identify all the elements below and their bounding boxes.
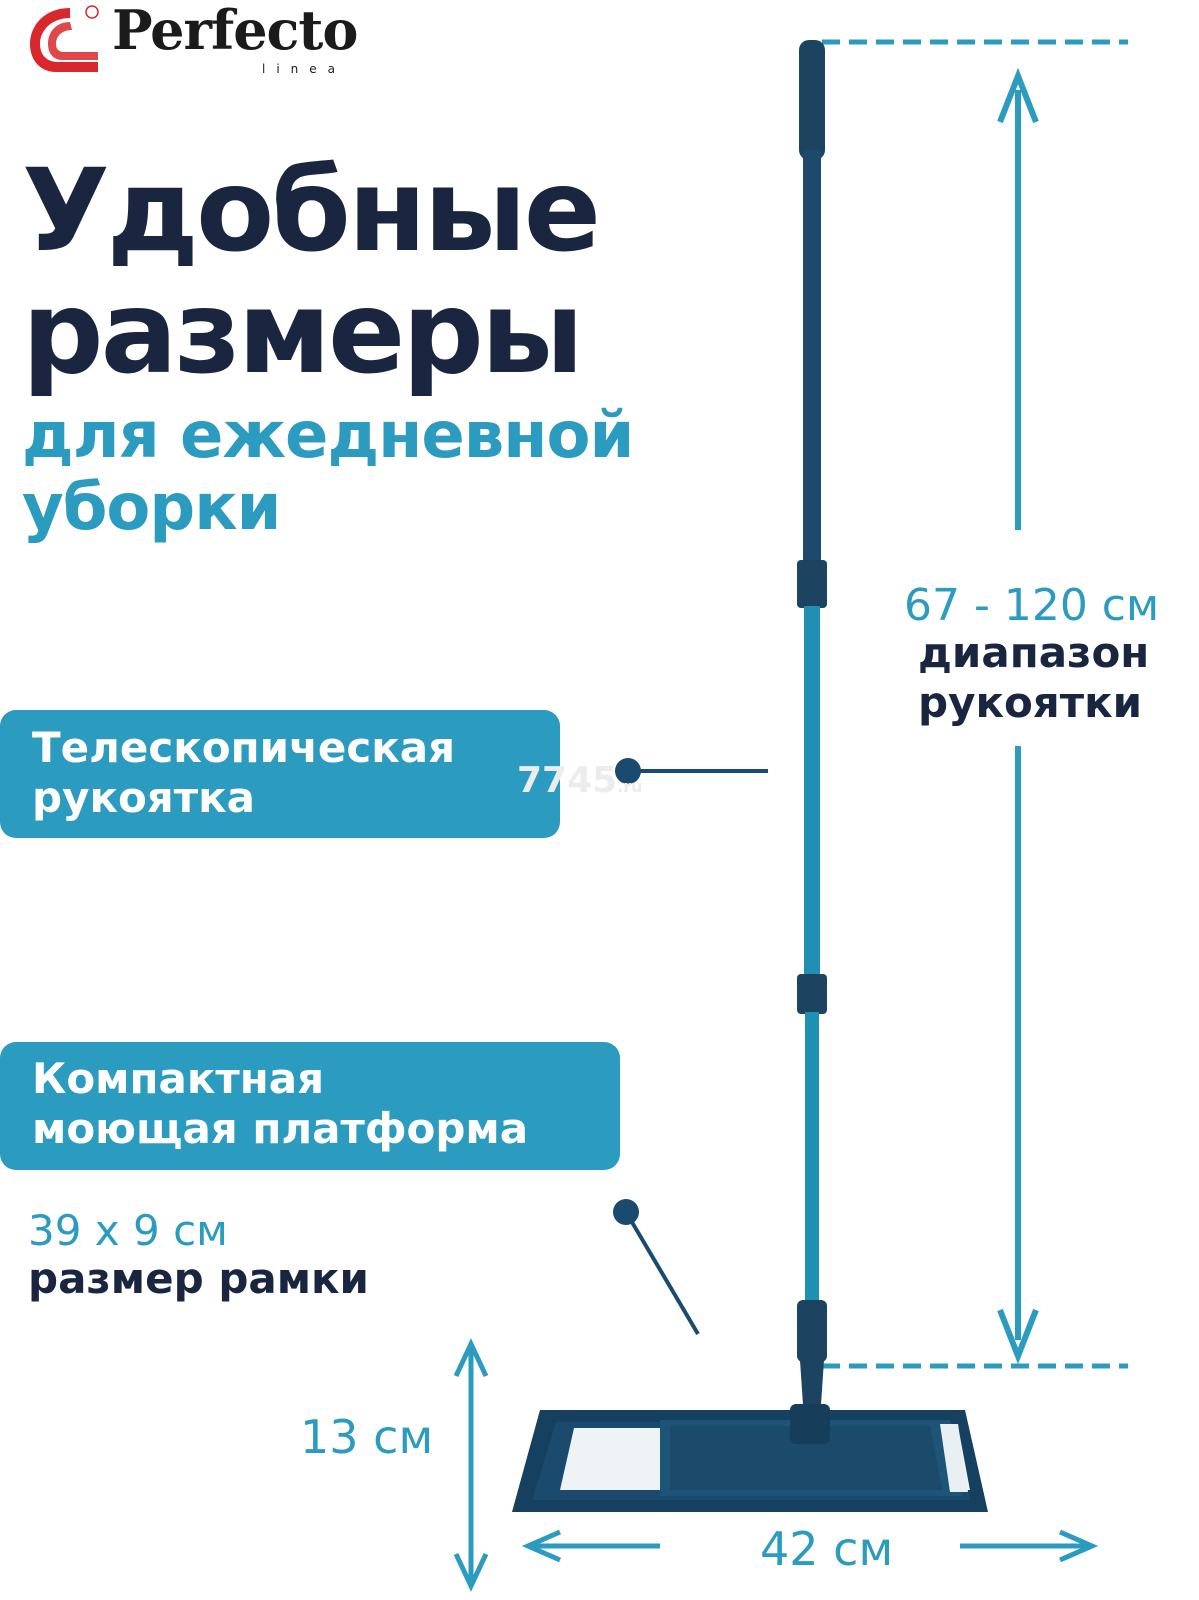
- frame-size-value: 39 х 9 см: [28, 1206, 228, 1255]
- frame-size-label: размер рамки: [28, 1254, 369, 1303]
- handle-callout-line1: Телескопическая: [32, 723, 456, 772]
- handle-range-label-line1: диапазон: [918, 628, 1150, 677]
- handle-range-value: 67 - 120 см: [904, 580, 1160, 631]
- headline-line2: размеры: [22, 266, 584, 399]
- headline: Удобные размеры: [22, 144, 601, 399]
- mop-head: [512, 1404, 988, 1512]
- mop-handle: [797, 40, 827, 1420]
- height-13-arrow: [453, 1338, 489, 1592]
- platform-callout: Компактная моющая платформа: [0, 1042, 620, 1170]
- brand-logo-mark: [30, 5, 99, 72]
- subheadline: для ежедневной уборки: [22, 399, 634, 545]
- width-dimension: 42 см: [760, 1522, 894, 1576]
- watermark-suffix: .ru: [617, 777, 643, 796]
- handle-callout: Телескопическая рукоятка: [0, 710, 560, 838]
- width-42-arrow: [521, 1529, 1099, 1563]
- handle-range-label-line2: рукоятки: [918, 678, 1143, 727]
- handle-pointer: [615, 758, 768, 784]
- handle-callout-line2: рукоятка: [32, 773, 255, 822]
- subheadline-line2: уборки: [22, 471, 281, 545]
- height-dimension: 13 см: [300, 1410, 434, 1464]
- subheadline-line1: для ежедневной: [22, 399, 634, 473]
- brand-subtitle: linea: [262, 62, 347, 76]
- platform-pointer: [613, 1199, 700, 1336]
- watermark-text: 7745: [517, 760, 618, 801]
- platform-callout-line1: Компактная: [32, 1054, 325, 1103]
- handle-range-arrow: [997, 67, 1039, 1365]
- watermark: 7745.ru: [517, 760, 643, 801]
- headline-line1: Удобные: [22, 144, 601, 277]
- brand-name: Perfecto: [112, 0, 358, 62]
- platform-callout-line2: моющая платформа: [32, 1104, 529, 1153]
- handle-range-label: диапазон рукоятки: [918, 628, 1149, 728]
